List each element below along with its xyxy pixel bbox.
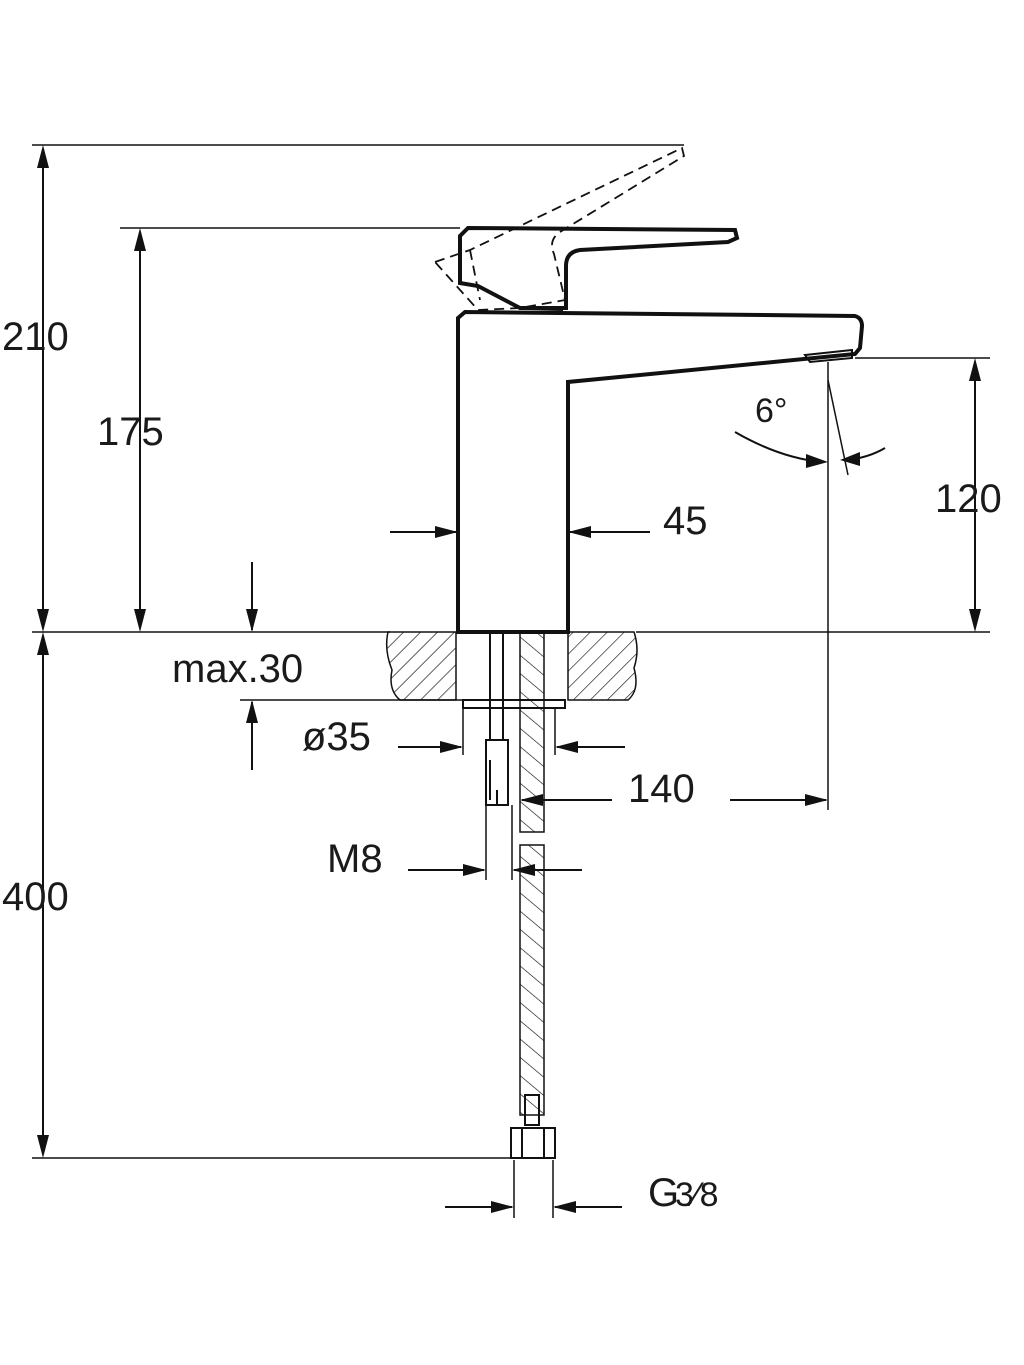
label-hose-connection: G bbox=[648, 1171, 679, 1215]
label-body-width: 45 bbox=[663, 499, 708, 543]
label-spout-reach: 140 bbox=[628, 767, 695, 811]
lever-handle bbox=[458, 225, 740, 310]
label-hose-length: 400 bbox=[2, 875, 69, 919]
flexible-hose bbox=[510, 631, 556, 1159]
label-counter-thickness: max.30 bbox=[172, 647, 303, 691]
label-total-height: 210 bbox=[2, 315, 69, 359]
mounting-stud bbox=[485, 632, 509, 806]
faucet-body bbox=[456, 309, 865, 634]
dimension-lines bbox=[37, 145, 981, 1213]
label-hole-diameter: ø35 bbox=[302, 715, 371, 759]
countertop-section bbox=[385, 631, 638, 709]
label-spout-height: 120 bbox=[935, 477, 1002, 521]
label-hose-connection-fraction: 3⁄8 bbox=[675, 1176, 719, 1214]
label-stud-thread: M8 bbox=[327, 837, 383, 881]
lever-open-dashed bbox=[433, 146, 686, 311]
label-lever-height: 175 bbox=[97, 410, 164, 454]
label-spout-angle: 6° bbox=[755, 392, 788, 430]
reference-lines bbox=[32, 144, 990, 1218]
